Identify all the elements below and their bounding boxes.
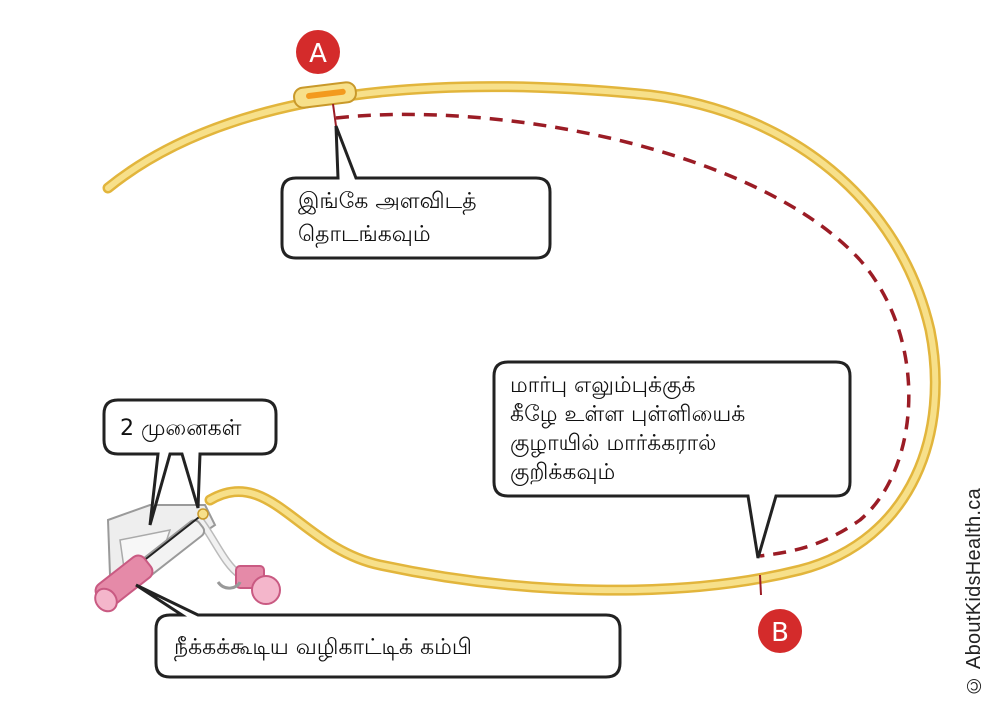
copyright-credit: © AboutKidsHealth.ca	[963, 487, 985, 696]
callout-stylet-text: நீக்கக்கூடிய வழிகாட்டிக் கம்பி	[174, 635, 472, 661]
catheter-hub-icon	[94, 504, 281, 613]
callout-lumens-text: 2 முனைகள்	[120, 416, 242, 442]
catheter-tube	[102, 81, 941, 596]
callout-mark-point: மார்பு எலும்புக்குக் கீழே உள்ள புள்ளியைக…	[492, 360, 852, 559]
callout-two-lumens: 2 முனைகள்	[102, 398, 278, 526]
callout-mark-line-2: கீழே உள்ள புள்ளியைக்	[510, 402, 745, 428]
marker-a-label: A	[309, 39, 327, 69]
callout-removable-stylet: நீக்கக்கூடிய வழிகாட்டிக் கம்பி	[135, 583, 622, 679]
marker-a-badge-icon	[296, 30, 340, 74]
callout-start-line-2: தொடங்கவும்	[298, 222, 431, 248]
measurement-dashed-line	[335, 112, 911, 558]
marker-b-badge-icon	[758, 609, 802, 653]
marker-b-label: B	[771, 618, 789, 648]
callout-start-measuring: இங்கே அளவிடத் தொடங்கவும்	[280, 125, 552, 260]
measure-tick-a	[332, 103, 337, 127]
callout-start-line-1: இங்கே அளவிடத்	[298, 189, 477, 215]
marker-b: B	[758, 609, 802, 653]
marker-a: A	[296, 30, 340, 74]
callout-mark-line-1: மார்பு எலும்புக்குக்	[510, 373, 696, 399]
tube-marker-band	[293, 81, 357, 109]
callout-mark-line-4: குறிக்கவும்	[510, 460, 615, 486]
measure-tick-b	[759, 574, 762, 596]
callout-mark-line-3: குழாயில் மார்க்கரால்	[510, 431, 716, 457]
